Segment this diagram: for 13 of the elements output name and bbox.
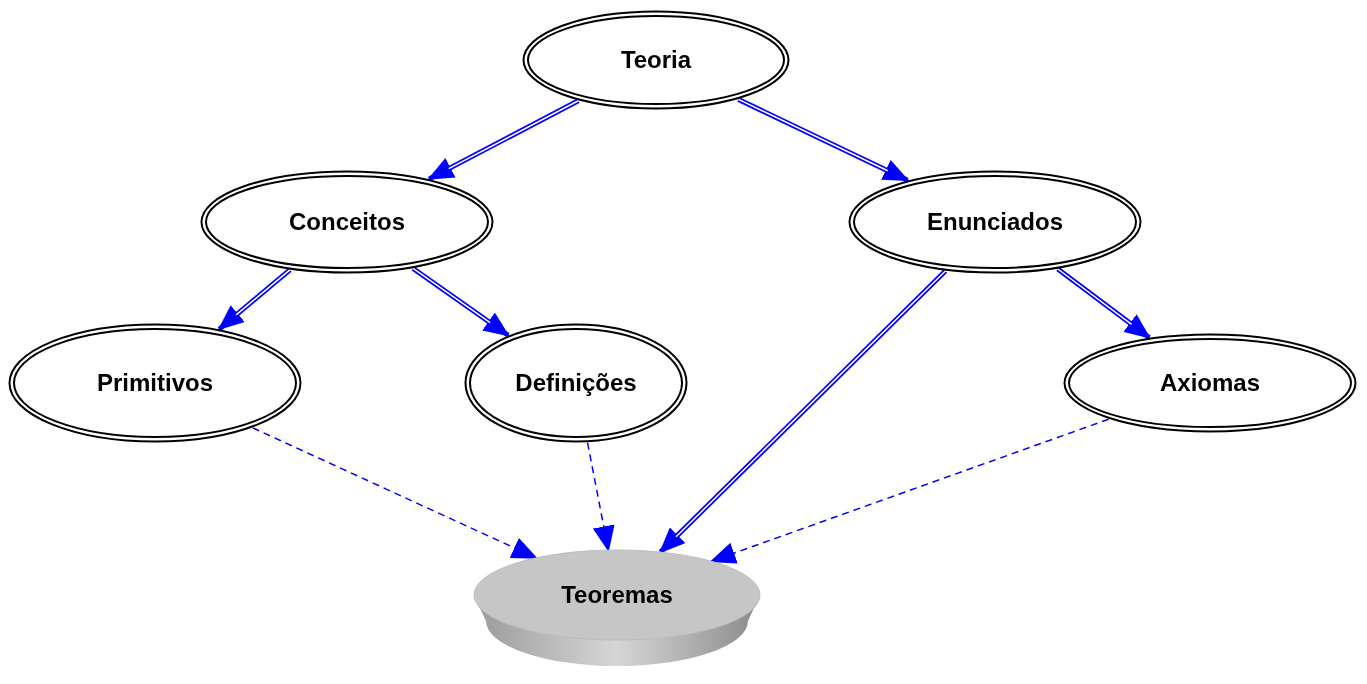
ellipse-node — [522, 10, 790, 110]
ellipse-node — [464, 323, 688, 443]
node-label: Definições — [514, 369, 638, 397]
node-label: Axiomas — [1158, 369, 1261, 397]
ellipse-node — [1063, 333, 1357, 433]
node-label: Conceitos — [288, 208, 406, 236]
ellipse-node — [848, 170, 1142, 274]
node-label: Enunciados — [926, 208, 1064, 236]
ellipse-node — [8, 323, 302, 443]
node-label: Primitivos — [95, 369, 214, 397]
node-label: Teoremas — [560, 581, 674, 609]
ellipse-node — [200, 170, 494, 274]
node-label: Teoria — [619, 46, 693, 74]
